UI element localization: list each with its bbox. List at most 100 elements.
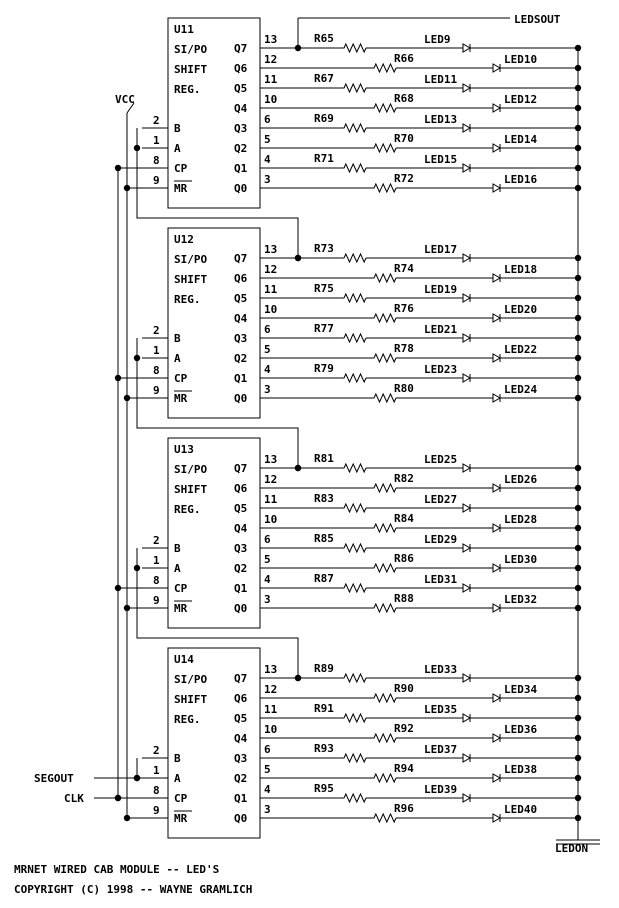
- junction-dot: [294, 674, 302, 682]
- pin-name: Q5: [234, 712, 247, 725]
- junction-dot: [574, 314, 582, 322]
- led-label: LED40: [504, 803, 537, 816]
- led-led30: [492, 563, 502, 573]
- resistor-label: R69: [314, 112, 334, 125]
- led-led34: [492, 693, 502, 703]
- chip-ref-u12: U12: [174, 233, 194, 246]
- pin-name: Q3: [234, 752, 247, 765]
- pin-name: A: [174, 772, 181, 785]
- resistor-r74: [366, 272, 397, 284]
- resistor-r89: [336, 672, 367, 684]
- pin-number: 11: [264, 493, 278, 506]
- led-led24: [492, 393, 502, 403]
- resistor-label: R94: [394, 762, 414, 775]
- pin-number: 8: [153, 574, 160, 587]
- pin-name: Q6: [234, 482, 248, 495]
- pin-number: 11: [264, 73, 278, 86]
- chip-function-label: REG.: [174, 293, 201, 306]
- resistor-label: R65: [314, 32, 334, 45]
- chip-function-label: SHIFT: [174, 63, 207, 76]
- junction-dot: [294, 464, 302, 472]
- resistor-label: R85: [314, 532, 334, 545]
- led-led13: [462, 123, 472, 133]
- junction-dot: [574, 484, 582, 492]
- led-led17: [462, 253, 472, 263]
- led-led25: [462, 463, 472, 473]
- resistor-r79: [336, 372, 367, 384]
- junction-dot: [294, 254, 302, 262]
- junction-dot: [574, 544, 582, 552]
- led-label: LED21: [424, 323, 457, 336]
- junction-dot: [574, 394, 582, 402]
- pin-name: Q6: [234, 272, 248, 285]
- pin-name: Q3: [234, 542, 247, 555]
- pin-name: MR: [174, 392, 188, 405]
- resistor-r65: [336, 42, 367, 54]
- pin-number: 2: [153, 534, 160, 547]
- chip-function-label: REG.: [174, 83, 201, 96]
- vcc-tick: [126, 102, 135, 114]
- resistor-label: R76: [394, 302, 414, 315]
- pin-name: CP: [174, 582, 188, 595]
- led-label: LED14: [504, 133, 537, 146]
- led-led39: [462, 793, 472, 803]
- pin-number: 6: [264, 743, 271, 756]
- led-led19: [462, 293, 472, 303]
- resistor-label: R87: [314, 572, 334, 585]
- pin-name: CP: [174, 372, 188, 385]
- pin-number: 4: [264, 363, 271, 376]
- junction-dot: [133, 564, 141, 572]
- pin-name: A: [174, 352, 181, 365]
- led-led37: [462, 753, 472, 763]
- resistor-r95: [336, 792, 367, 804]
- cascade-wire: [136, 358, 299, 468]
- led-label: LED28: [504, 513, 537, 526]
- pin-name: Q1: [234, 162, 248, 175]
- led-led9: [462, 43, 472, 53]
- led-led28: [492, 523, 502, 533]
- pin-name: Q6: [234, 62, 248, 75]
- pin-name: Q4: [234, 312, 248, 325]
- pin-number: 3: [264, 593, 271, 606]
- cascade-wire: [136, 148, 299, 258]
- led-label: LED31: [424, 573, 457, 586]
- led-label: LED9: [424, 33, 451, 46]
- resistor-label: R79: [314, 362, 334, 375]
- chip-function-label: REG.: [174, 503, 201, 516]
- resistor-r68: [366, 102, 397, 114]
- junction-dot: [133, 354, 141, 362]
- resistor-r87: [336, 582, 367, 594]
- led-led31: [462, 583, 472, 593]
- junction-dot: [574, 734, 582, 742]
- resistor-label: R71: [314, 152, 334, 165]
- pin-name: Q0: [234, 392, 247, 405]
- led-led32: [492, 603, 502, 613]
- led-led36: [492, 733, 502, 743]
- pin-number: 5: [264, 553, 271, 566]
- pin-number: 6: [264, 323, 271, 336]
- chip-u11: [167, 17, 261, 209]
- pin-number: 6: [264, 533, 271, 546]
- chip-function-label: SI/PO: [174, 673, 207, 686]
- led-led21: [462, 333, 472, 343]
- led-label: LED27: [424, 493, 457, 506]
- junction-dot: [133, 144, 141, 152]
- junction-dot: [574, 164, 582, 172]
- led-led27: [462, 503, 472, 513]
- pin-name: B: [174, 542, 181, 555]
- pin-number: 5: [264, 343, 271, 356]
- junction-dot: [574, 754, 582, 762]
- led-led11: [462, 83, 472, 93]
- resistor-r66: [366, 62, 397, 74]
- led-led40: [492, 813, 502, 823]
- pin-number: 6: [264, 113, 271, 126]
- resistor-r93: [336, 752, 367, 764]
- junction-dot: [123, 394, 131, 402]
- pin-name: Q0: [234, 602, 247, 615]
- chip-function-label: SHIFT: [174, 693, 207, 706]
- resistor-label: R88: [394, 592, 414, 605]
- pin-name: B: [174, 122, 181, 135]
- led-led33: [462, 673, 472, 683]
- resistor-r70: [366, 142, 397, 154]
